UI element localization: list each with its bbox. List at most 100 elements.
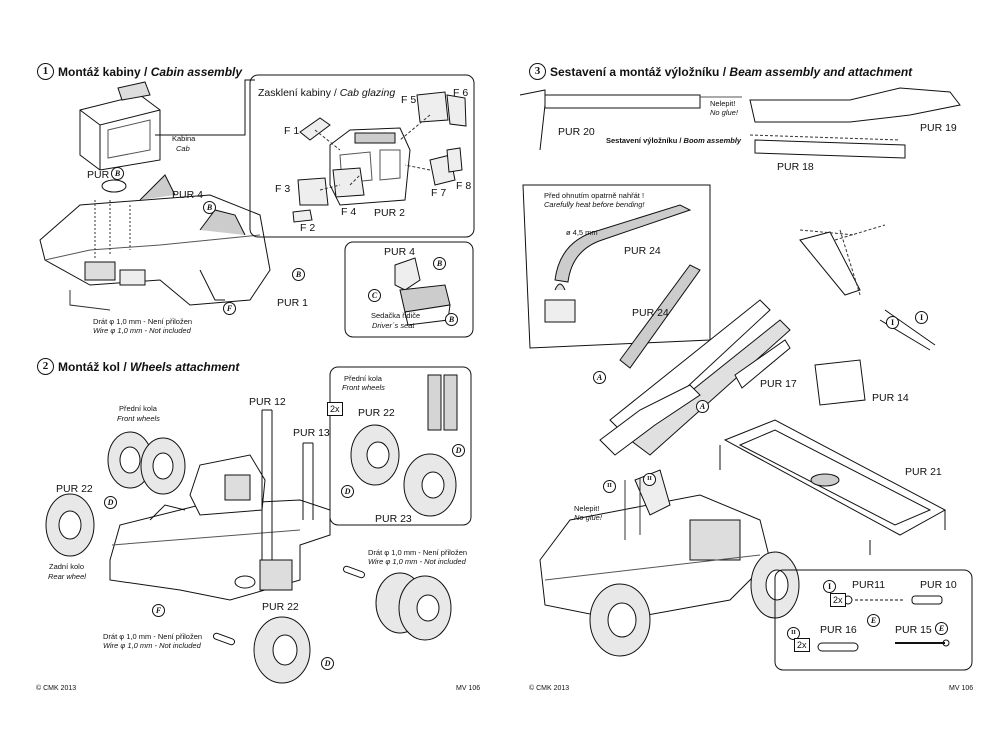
part-pur16: PUR 16 (820, 624, 857, 636)
step-1-number: 1 (37, 63, 54, 80)
front-wheels-box-cz: Přední kola (344, 374, 382, 383)
chassis-drawing (39, 174, 271, 311)
marker-f: F (223, 302, 236, 315)
axle-pins (212, 565, 366, 646)
step-2-title-cz: Montáž kol / (58, 360, 127, 374)
spreader-frame-drawing (719, 419, 947, 555)
marker-d: D (452, 444, 465, 457)
heat-warning-en: Carefully heat before bending! (544, 200, 645, 209)
part-pur13: PUR 13 (293, 427, 330, 439)
glazing-label: Zasklení kabiny / Cab glazing (258, 88, 395, 99)
quantity-badge-i: 2x (830, 593, 846, 607)
glazing-label-en: Cab glazing (339, 87, 396, 99)
quantity-badge-ii: 2x (794, 638, 810, 652)
callout-i: I (823, 580, 836, 593)
cab-glazing-drawing (292, 91, 467, 223)
noglue-2-cz: Nelepit! (574, 504, 600, 513)
part-pur2: PUR 2 (374, 207, 405, 219)
part-pur22-front: PUR 22 (358, 407, 395, 419)
heat-warning-cz: Před ohnutím opatrně nahřát ! (544, 191, 645, 200)
marker-e: E (935, 622, 948, 635)
marker-d: D (104, 496, 117, 509)
callout-ii: II (787, 627, 800, 640)
part-pur23: PUR 23 (375, 513, 412, 525)
part-pur24-heat: PUR 24 (624, 245, 661, 257)
front-wheels-label-cz: Přední kola (119, 404, 157, 413)
wire-1-en: Wire φ 1,0 mm - Not included (93, 326, 191, 335)
part-pur3: PUR 3 (87, 169, 118, 181)
kabina-leader (155, 79, 255, 136)
part-pur21: PUR 21 (905, 466, 942, 478)
step-1-title-cz: Montáž kabiny / (58, 65, 148, 79)
part-pur18: PUR 18 (777, 161, 814, 173)
part-f8: F 8 (456, 180, 472, 192)
wheels-chassis-drawing (109, 454, 331, 601)
pur12-pur13-drawing (261, 409, 314, 560)
right-page: 3 Sestavení a montáž výložníku / Beam as… (500, 0, 1000, 750)
callout-i: I (886, 316, 899, 329)
part-f4: F 4 (341, 206, 357, 218)
footer-code: MV 106 (456, 685, 481, 692)
marker-f: F (152, 604, 165, 617)
left-page: 1 Montáž kabiny / Cabin assembly Kabina … (36, 63, 481, 692)
step-1-title: Montáž kabiny / Cabin assembly (58, 66, 242, 78)
part-pur22-bottom: PUR 22 (262, 601, 299, 613)
kabina-label-cz: Kabina (172, 134, 196, 143)
quantity-badge: 2x (327, 402, 343, 416)
boom-assembly-en: Boom assembly (683, 136, 742, 145)
front-wheels-label-en: Front wheels (117, 414, 160, 423)
parts-detail-box (774, 569, 973, 671)
part-f3: F 3 (275, 183, 291, 195)
seat-label-cz: Sedačka řidiče (371, 311, 421, 320)
part-pur15: PUR 15 (895, 624, 932, 636)
marker-d: D (321, 657, 334, 670)
boom-assembly-cz: Sestavení výložníku / (606, 136, 682, 145)
part-f5: F 5 (401, 94, 417, 106)
boom-assembly-label: Sestavení výložníku / Boom assembly (606, 137, 741, 145)
marker-b: B (203, 201, 216, 214)
part-pur22-rear: PUR 22 (56, 483, 93, 495)
wheel-group (45, 374, 458, 684)
part-pur14: PUR 14 (872, 392, 909, 404)
part-pur19: PUR 19 (920, 122, 957, 134)
part-pur24: PUR 24 (632, 307, 669, 319)
marker-b: B (445, 313, 458, 326)
marker-a: A (696, 400, 709, 413)
part-pur1: PUR 1 (277, 297, 308, 309)
diameter-label: ø 4,5 mm (566, 228, 598, 237)
step-2-number: 2 (37, 358, 54, 375)
noglue-2-en: No glue! (574, 513, 602, 522)
step-3-number: 3 (529, 63, 546, 80)
wire-1-cz: Drát φ 1,0 mm - Není přiložen (93, 317, 193, 326)
part-pur11: PUR11 (852, 579, 886, 591)
footer-copyright: © CMK 2013 (36, 685, 77, 692)
noglue-1-en: No glue! (710, 108, 738, 117)
marker-d: D (341, 485, 354, 498)
wire-3-cz: Drát φ 1,0 mm - Není přiložen (103, 632, 203, 641)
part-pur4: PUR 4 (172, 189, 203, 201)
marker-a: A (593, 371, 606, 384)
wire-3-en: Wire φ 1,0 mm - Not included (103, 641, 201, 650)
part-f6: F 6 (453, 87, 469, 99)
part-f1: F 1 (284, 125, 300, 137)
heat-box (522, 184, 711, 349)
callout-i: I (915, 311, 928, 324)
callout-ii: II (643, 473, 656, 486)
cabin-drawing (79, 81, 161, 171)
step-1-title-en: Cabin assembly (150, 65, 243, 79)
front-wheels-box-en: Front wheels (342, 383, 385, 392)
part-pur10: PUR 10 (920, 579, 957, 591)
wire-2-en: Wire φ 1,0 mm - Not included (368, 557, 466, 566)
front-wheels-box (329, 366, 472, 526)
glazing-label-cz: Zasklení kabiny / (258, 87, 337, 99)
step-2-title-en: Wheels attachment (130, 360, 240, 374)
part-pur20: PUR 20 (558, 126, 595, 138)
rear-wheel-label-en: Rear wheel (48, 572, 86, 581)
marker-b: B (111, 167, 124, 180)
part-pur12: PUR 12 (249, 396, 286, 408)
footer-copyright: © CMK 2013 (529, 685, 570, 692)
wire-2-cz: Drát φ 1,0 mm - Není přiložen (368, 548, 468, 557)
part-pur4-seat: PUR 4 (384, 246, 415, 258)
seat-drawing (394, 257, 451, 326)
